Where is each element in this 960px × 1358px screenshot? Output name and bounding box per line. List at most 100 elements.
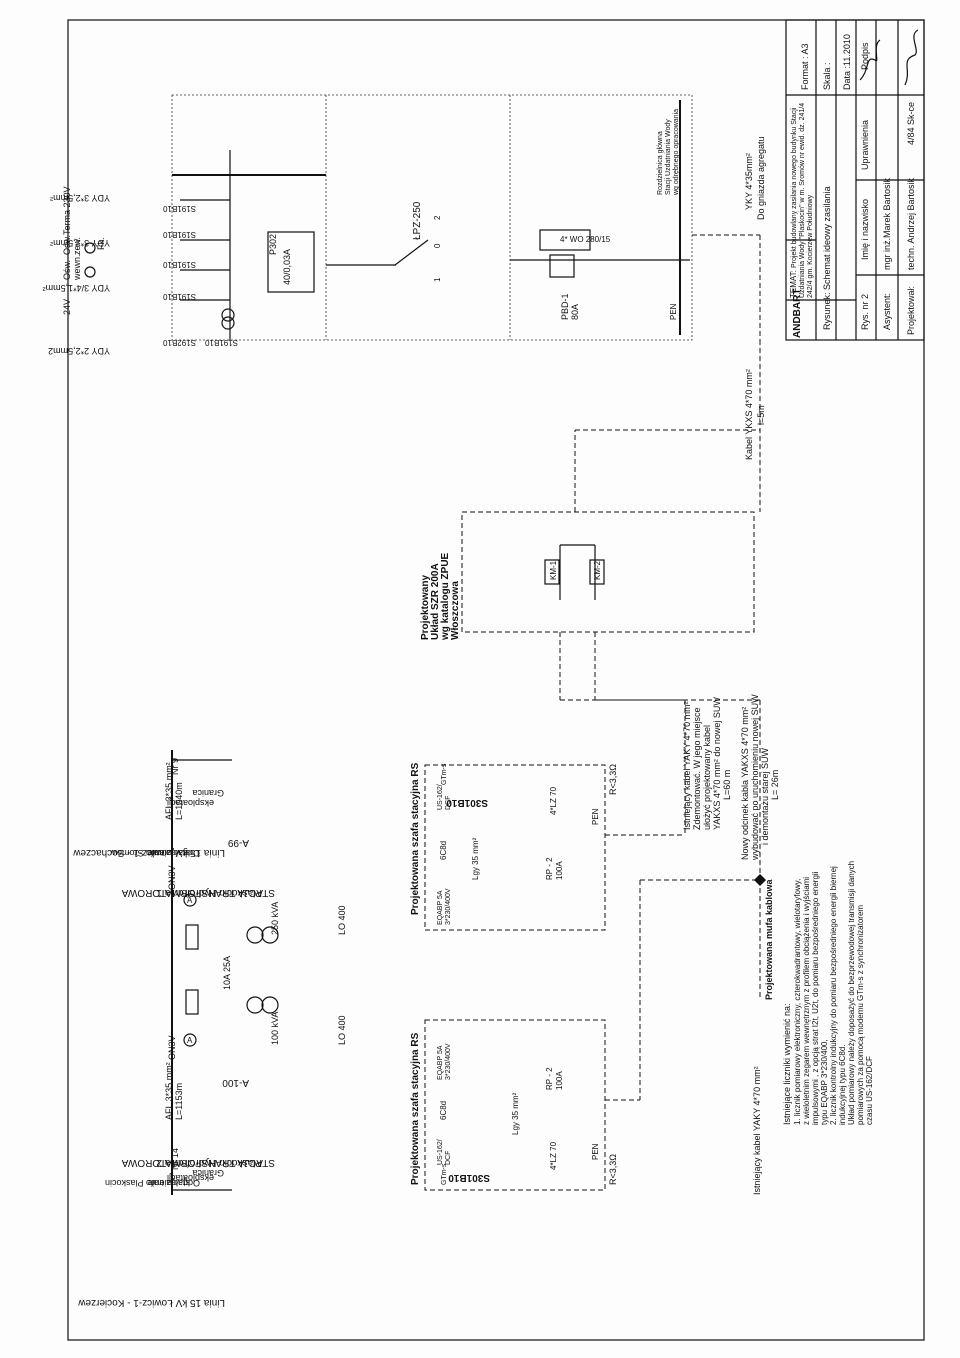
svg-text:PEN: PEN <box>591 1143 600 1160</box>
signature-1 <box>859 39 881 81</box>
notes-line-4: typu EQABP 3*230/400, <box>820 1039 829 1125</box>
transformer-right <box>246 926 264 944</box>
label-osw-wewn: Ośw. <box>62 260 72 280</box>
svg-text:PEN: PEN <box>591 808 600 825</box>
label-terma: Terma 230V <box>62 186 72 235</box>
svg-text:Granica: Granica <box>192 1168 224 1178</box>
afl-left: AFL 3*35 mm² <box>164 1062 174 1120</box>
cable-yky: YKY 4*35mm² <box>744 153 754 210</box>
svg-text:wybudować po uruchomieniu nowe: wybudować po uruchomieniu nowej SUW <box>750 694 760 861</box>
szafa-rs-right <box>424 764 606 931</box>
svg-text:L=60 m: L=60 m <box>722 770 732 800</box>
notes-heading: Istniejące liczniki wymienić na: <box>782 1003 792 1125</box>
cable-joint-label: Projektowana mufa kablowa <box>764 878 774 1000</box>
svg-text:GTm-s: GTm-s <box>441 763 448 785</box>
temat-line-2: Uzdatniania Wody "Plaskocin" w m. Sromów… <box>799 103 806 298</box>
svg-text:Układ SZR 200A: Układ SZR 200A <box>430 563 441 640</box>
svg-text:Projektowana szafa stacyjna RS: Projektowana szafa stacyjna RS <box>410 1032 421 1185</box>
new-cable-right: Nowy odcinek kabla YAKXS 4*70 mm² <box>740 707 750 860</box>
svg-text:US-162/: US-162/ <box>437 784 444 810</box>
svg-text:2: 2 <box>433 215 442 220</box>
notes-line-7: Układ pomiarowy należy doposażyć do bezp… <box>847 861 856 1125</box>
svg-text:wewn.: wewn. <box>72 254 82 281</box>
label-24v: 24V <box>62 299 72 315</box>
svg-text:4*LZ 70: 4*LZ 70 <box>549 1141 558 1170</box>
svg-text:EQABP 5A: EQABP 5A <box>437 890 444 925</box>
temat-line-1: Projekt budowlany zasilania nowego budyn… <box>791 107 798 268</box>
svg-text:Lgy 35 mm²: Lgy 35 mm² <box>511 1092 520 1135</box>
svg-text:1: 1 <box>433 277 442 282</box>
svg-text:R<3,3Ω: R<3,3Ω <box>608 1154 618 1185</box>
control-transformer <box>221 308 235 322</box>
svg-text:A: A <box>187 896 193 905</box>
lamp-icon-b <box>84 242 96 254</box>
svg-text:L= 26m: L= 26m <box>770 770 780 800</box>
station-title-2: STACJA TRANSFORMATOROWA <box>121 1157 275 1168</box>
svg-text:LO 400: LO 400 <box>337 1015 347 1045</box>
svg-text:250 kVA: 250 kVA <box>270 902 280 935</box>
svg-text:100A: 100A <box>555 861 564 880</box>
station-hydrofornia-2: Linia 15 kV Łowicz-1 - Kocierzew Nr 14 G… <box>77 878 774 1308</box>
svg-text:Plaskocin Hydrofornia 1: Plaskocin Hydrofornia 1 <box>156 887 262 898</box>
svg-text:GTm-s: GTm-s <box>441 1163 448 1185</box>
breaker-s191b10-d: S191B10 <box>163 292 196 301</box>
svg-text:Plaskocin Hydrofornia 2: Plaskocin Hydrofornia 2 <box>156 1157 262 1168</box>
svg-text:4* WO 280/15: 4* WO 280/15 <box>560 235 611 244</box>
notes-line-1: 1. licznik pomiarowy elektroniczny, czte… <box>793 879 802 1125</box>
notes-line-9: czasu US-162/DCF <box>865 1056 874 1125</box>
imie-header: Imię i nazwisko <box>860 199 870 260</box>
asystent-label: Asystent: <box>882 293 892 330</box>
label-fk: Fk. <box>96 238 106 251</box>
ammeter-right <box>183 893 197 907</box>
existing-cable-left: Istniejący kabel YAKY 4*70 mm² <box>752 1066 762 1195</box>
svg-text:Lgy 35 mm²: Lgy 35 mm² <box>471 837 480 880</box>
notes-line-3: impulsowymi , z opcją strat I2t, U2t, do… <box>811 871 820 1125</box>
skala-label: Skala : <box>822 62 832 90</box>
svg-text:80A: 80A <box>570 304 580 320</box>
svg-text:Odgałęzienie: Odgałęzienie <box>147 848 200 858</box>
fuse-pbd <box>549 254 575 278</box>
svg-text:US-162/: US-162/ <box>437 1139 444 1165</box>
rysunek-label: Rysunek: Schemat ideowy zasilania <box>822 186 832 330</box>
uprawnienia-header: Uprawnienia <box>860 120 870 170</box>
notes-line-5: 2. licznik kontrolny indukcyjny do pomia… <box>829 866 838 1125</box>
cable-ykxs: Kabel YKXS 4*70 mm² <box>744 369 754 460</box>
breaker-s191b10-a: S191B10 <box>163 204 196 213</box>
switch-lpz: ŁPZ-250 <box>412 201 423 240</box>
svg-text:L=1040m: L=1040m <box>174 782 184 820</box>
label-osw-zew: Ośw. <box>62 235 72 255</box>
existing-cable-right: Istniejący kabel YAKY 4*70 mm² <box>682 701 692 830</box>
projektowal-label: Projektował: <box>906 286 916 335</box>
svg-text:RP - 2: RP - 2 <box>545 857 554 880</box>
svg-text:EQABP 5A: EQABP 5A <box>437 1045 444 1080</box>
notes-block: Istniejące liczniki wymienić na: 1. licz… <box>782 861 874 1125</box>
podpis-header: Podpis <box>860 42 870 70</box>
svg-text:Nr 9: Nr 9 <box>170 758 180 775</box>
svg-text:40/0,03A: 40/0,03A <box>282 249 292 285</box>
contactor-km2 <box>589 559 605 585</box>
svg-text:eksploatacji: eksploatacji <box>167 1173 214 1183</box>
surge-left <box>185 989 199 1015</box>
ammeter-left <box>183 1033 197 1047</box>
svg-text:Zdemontować. W jego miejsce: Zdemontować. W jego miejsce <box>692 707 702 830</box>
svg-text:Włoszczowa: Włoszczowa <box>450 581 461 640</box>
surge-right <box>185 924 199 950</box>
svg-text:S301B10: S301B10 <box>446 797 488 808</box>
svg-text:DCF: DCF <box>445 1151 452 1165</box>
rcd-p302 <box>267 231 315 293</box>
uprawnienia-number: 4/84 Sk-ce <box>906 102 916 145</box>
svg-text:3*230/400V: 3*230/400V <box>445 888 452 925</box>
svg-text:ON3V: ON3V <box>167 1035 177 1060</box>
svg-text:4*LZ 70: 4*LZ 70 <box>549 786 558 815</box>
firm-logo: ANDBART <box>792 289 803 338</box>
asystent-name: mgr inż.Marek Bartosik <box>882 177 892 270</box>
format-label: Format : A3 <box>800 43 810 90</box>
temat-line-3: 242/4 gm. Kocierzew Południowy <box>807 194 814 298</box>
svg-text:100A: 100A <box>555 1071 564 1090</box>
svg-text:6C8d: 6C8d <box>439 1101 448 1120</box>
szr-enclosure <box>461 511 755 633</box>
title-block: ANDBART TEMAT: Projekt budowlany zasilan… <box>785 19 925 341</box>
label-do-gniazda: Do gniazda agregatu <box>756 136 766 220</box>
svg-text:l=5m: l=5m <box>756 405 766 425</box>
